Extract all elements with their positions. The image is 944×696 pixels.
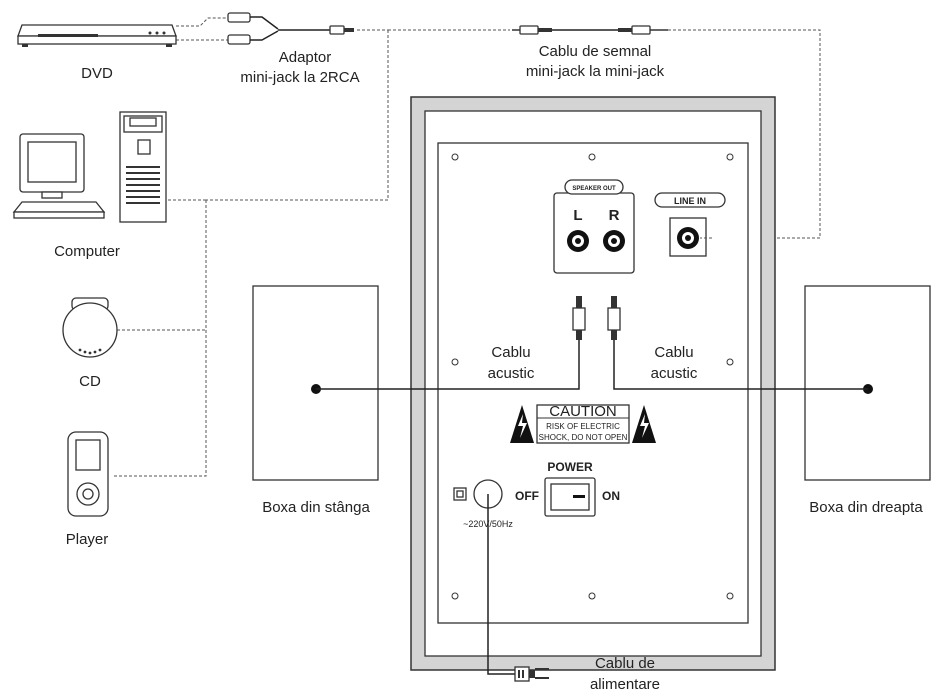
acoustic-cable-left-plug	[316, 296, 586, 390]
power-cable-label-line1: Cablu de	[595, 655, 655, 672]
speaker-out-label: SPEAKER OUT	[572, 186, 616, 192]
dvd-label: DVD	[81, 65, 113, 82]
acoustic-left-label-line1: Cablu	[491, 344, 530, 361]
power-plug-icon	[518, 670, 524, 678]
signal-cable-label-line1: Cablu de semnal	[539, 43, 652, 60]
computer-label: Computer	[54, 243, 120, 260]
fuse-icon	[453, 487, 467, 501]
caution-sticker	[536, 404, 630, 444]
caution-text-line2: SHOCK, DO NOT OPEN	[539, 433, 628, 442]
caution-text-line1: RISK OF ELECTRIC	[546, 422, 620, 431]
signal-cable-icon	[512, 25, 668, 35]
power-switch[interactable]	[544, 477, 596, 517]
speaker-out-r-jack[interactable]	[603, 230, 625, 252]
acoustic-left-label-line2: acustic	[488, 365, 535, 382]
power-cable	[487, 494, 549, 682]
player-label: Player	[66, 531, 109, 548]
power-label: POWER	[547, 460, 593, 474]
speaker-out-panel	[553, 179, 635, 274]
power-on-label: ON	[602, 489, 620, 503]
right-channel-label: R	[609, 207, 620, 224]
adapter-label-line1: Adaptor	[279, 49, 332, 66]
right-speaker-box	[804, 285, 931, 481]
cd-label: CD	[79, 373, 101, 390]
caution-title: CAUTION	[549, 403, 617, 420]
warning-triangle-right-icon	[632, 405, 656, 443]
left-speaker-label: Boxa din stânga	[262, 499, 370, 516]
speaker-out-l-jack[interactable]	[567, 230, 589, 252]
line-in-panel	[654, 192, 726, 257]
rca-adapter-icon	[227, 12, 354, 45]
power-off-label: OFF	[515, 489, 539, 503]
line-in-jack[interactable]	[677, 227, 699, 249]
signal-wires	[112, 17, 821, 477]
right-speaker-label: Boxa din dreapta	[809, 499, 923, 516]
dvd-player-icon	[17, 24, 177, 47]
acoustic-right-label-line2: acustic	[651, 365, 698, 382]
left-speaker-box	[252, 285, 379, 481]
acoustic-right-label-line1: Cablu	[654, 344, 693, 361]
computer-icon	[12, 111, 167, 223]
left-channel-label: L	[573, 207, 582, 224]
warning-triangle-left-icon	[510, 405, 534, 443]
acoustic-cable-right-plug	[607, 296, 868, 390]
media-player-icon	[67, 431, 109, 517]
cd-player-icon	[62, 297, 118, 358]
adapter-label-line2: mini-jack la 2RCA	[240, 69, 359, 86]
line-in-label: LINE IN	[674, 196, 706, 206]
power-cable-label-line2: alimentare	[590, 676, 660, 693]
signal-cable-label-line2: mini-jack la mini-jack	[526, 63, 665, 80]
